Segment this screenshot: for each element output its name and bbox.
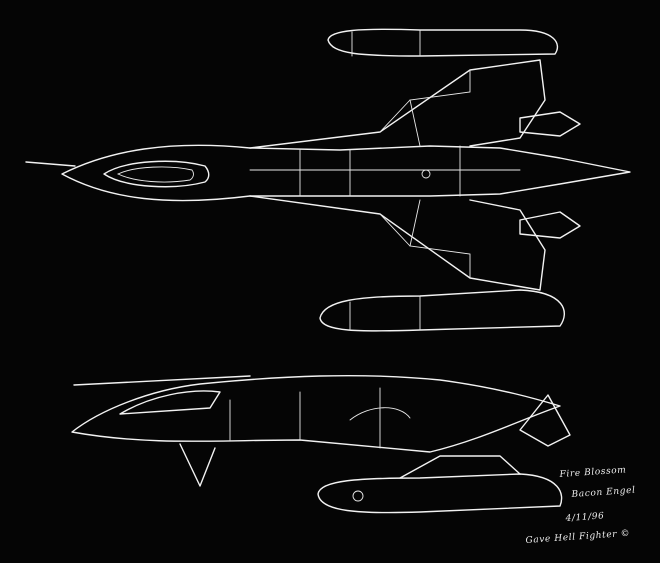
top-view-drawing: [25, 28, 631, 332]
side-view-drawing: [71, 374, 571, 514]
blueprint-canvas: Fire Blossom Bacon Engel 4/11/96 Gave He…: [25, 28, 636, 546]
